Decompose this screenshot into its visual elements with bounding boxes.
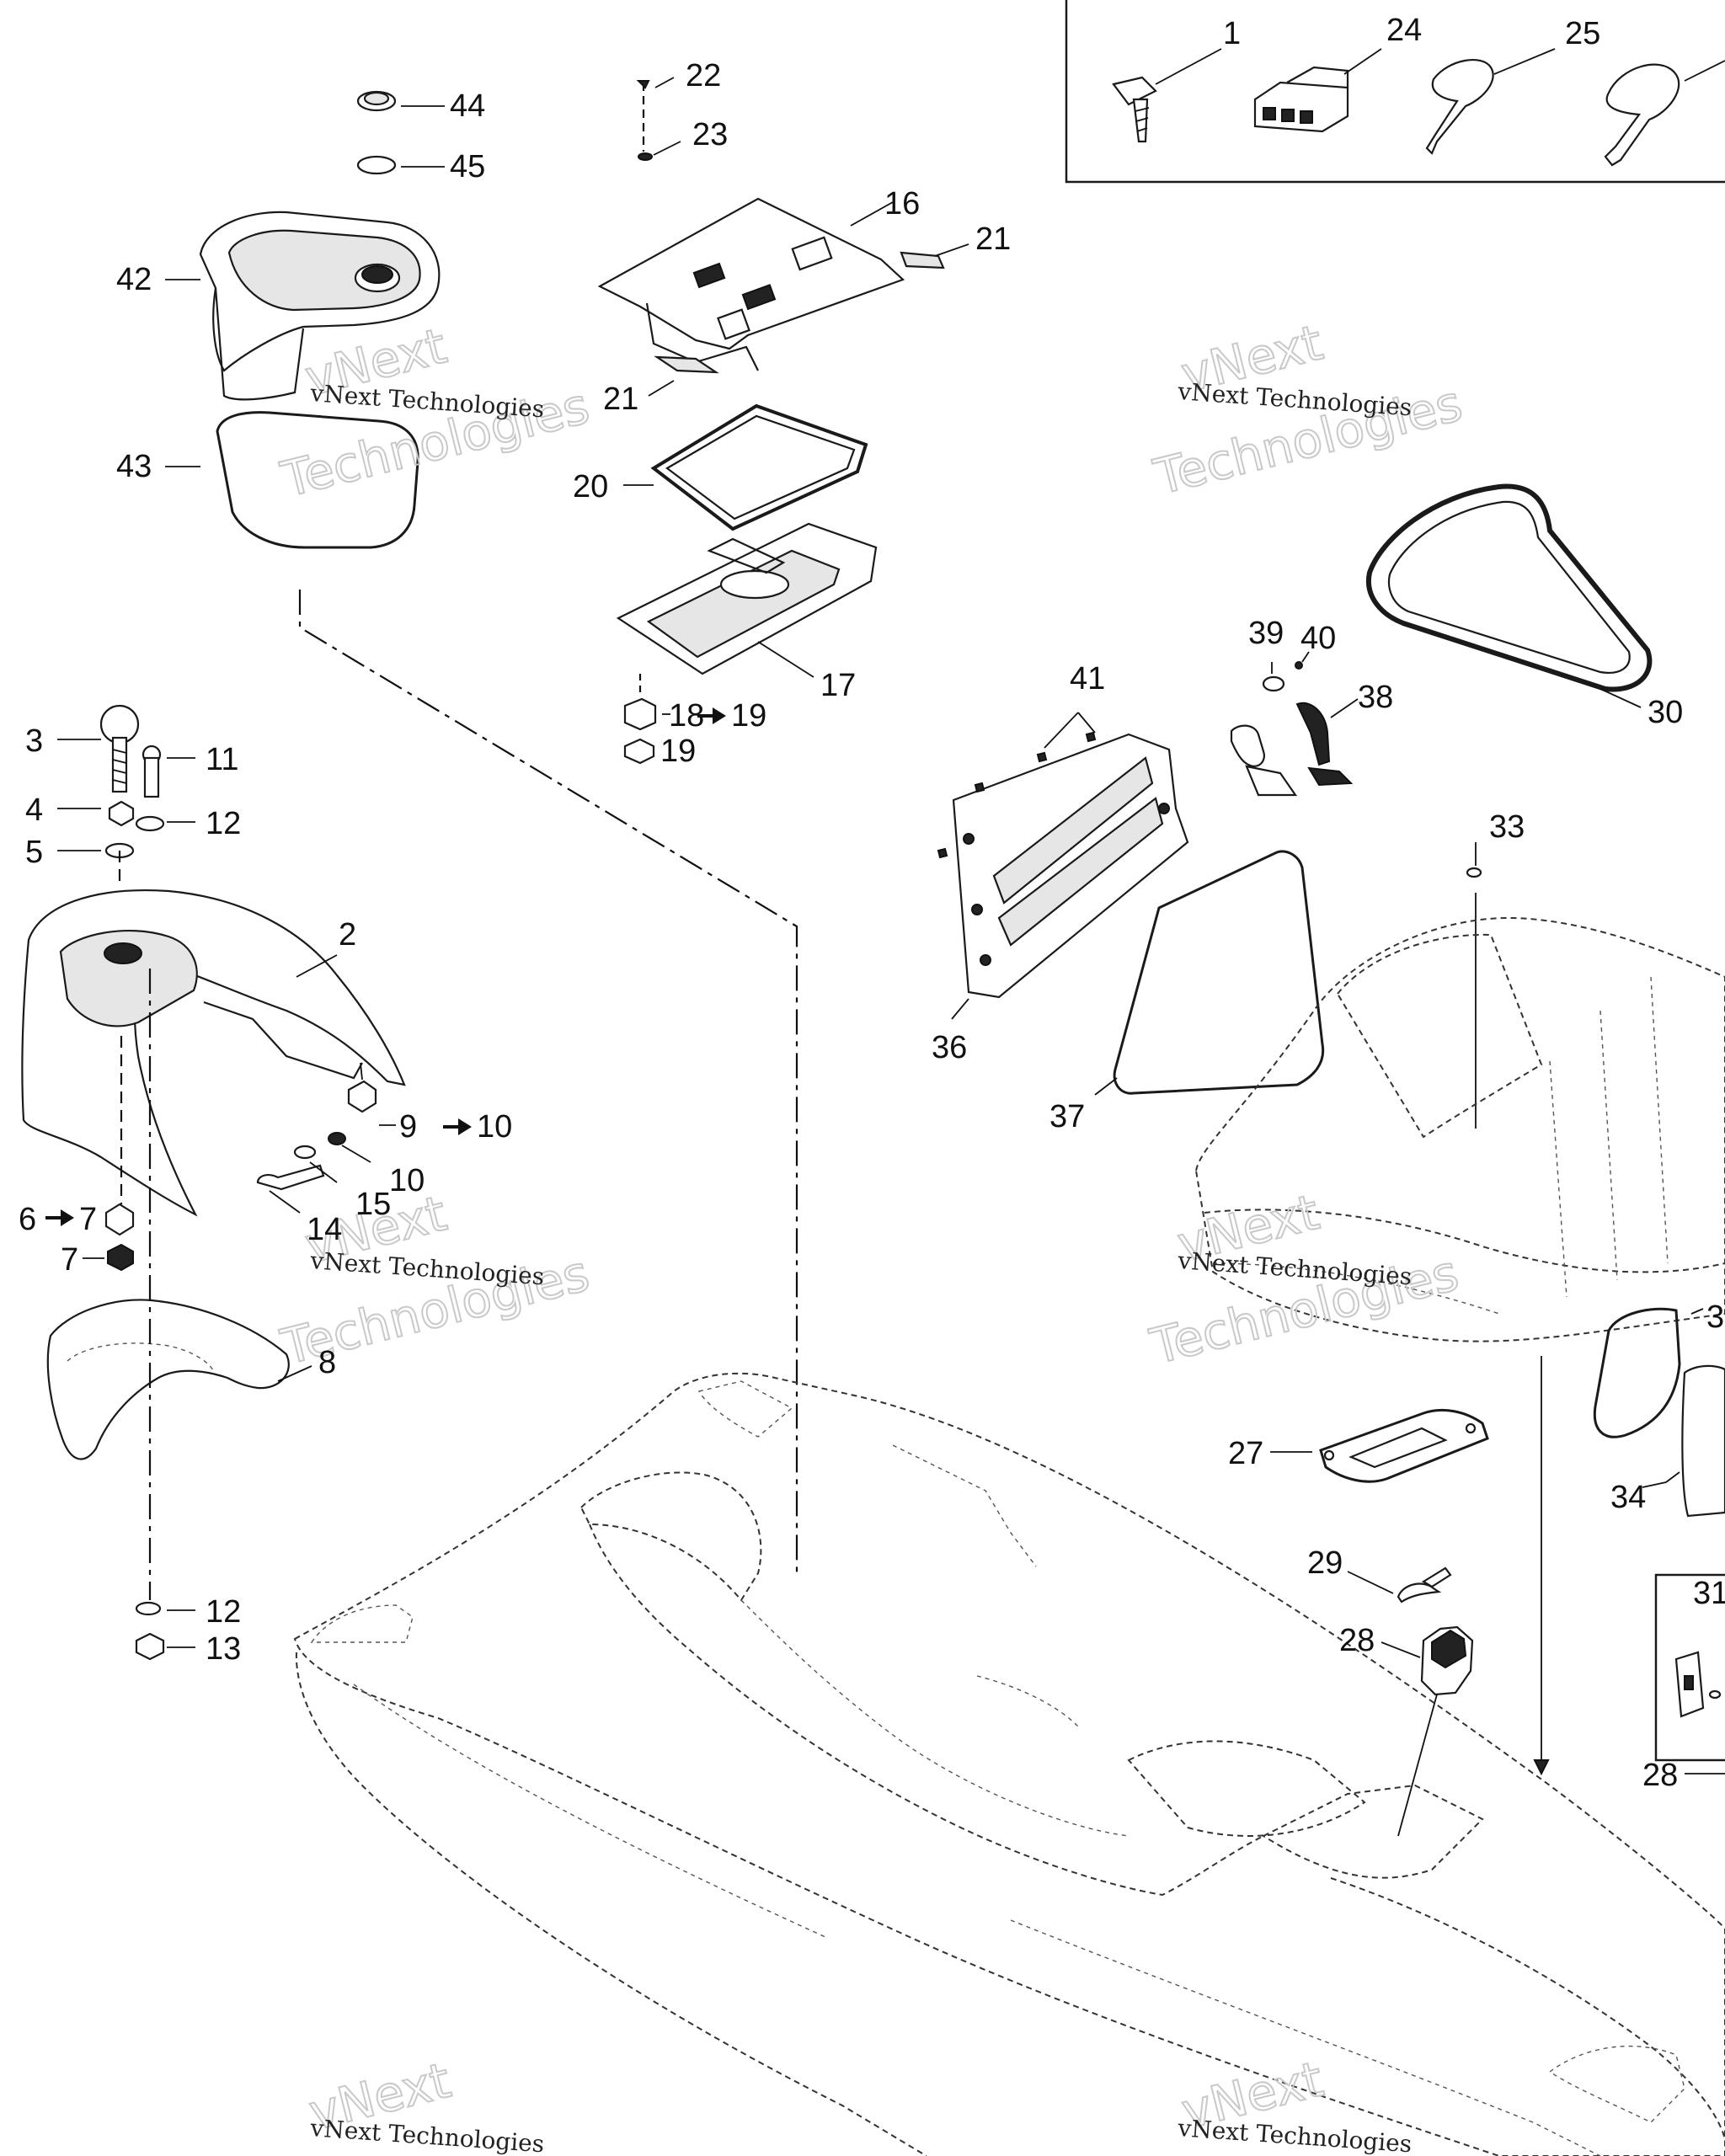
storage-bin-phantom	[1194, 867, 1725, 1342]
callout-1: 1	[1223, 16, 1241, 51]
callout-37: 37	[1049, 1099, 1085, 1134]
callout-18: 18	[669, 698, 704, 734]
callout-21: 21	[975, 221, 1011, 257]
callout-29: 29	[1307, 1545, 1343, 1581]
callout-45: 45	[450, 149, 485, 184]
callout-38: 38	[1358, 680, 1393, 715]
vent-assembly	[937, 661, 1354, 1095]
callout-2: 2	[339, 917, 356, 953]
storage-tray-assembly	[597, 80, 945, 765]
callout-21-b: 21	[603, 382, 638, 417]
glove-box-assembly	[199, 90, 441, 549]
callout-14: 14	[307, 1212, 342, 1247]
callout-12: 12	[206, 806, 241, 841]
callout-7: 7	[61, 1242, 78, 1278]
callout-5: 5	[25, 835, 43, 870]
callout-11: 11	[206, 742, 238, 777]
rear-grab-handle-assembly	[21, 704, 406, 1661]
watermark-small-6: vNext Technologies	[1177, 2114, 1413, 2156]
arrow-right-icon	[45, 1209, 74, 1226]
arrow-right-icon	[697, 707, 726, 724]
hull-deck-phantom	[293, 1356, 1725, 2156]
callout-6-to: 7	[79, 1202, 97, 1237]
callout-3: 3	[25, 723, 43, 759]
connector-part	[1253, 66, 1349, 133]
callout-43: 43	[116, 449, 152, 484]
plate-part	[1319, 1408, 1489, 1483]
callout-42: 42	[116, 262, 152, 297]
callout-34: 34	[1610, 1480, 1646, 1515]
callout-25: 25	[1565, 16, 1600, 51]
callout-12-b: 12	[206, 1594, 241, 1630]
callout-4: 4	[25, 792, 43, 828]
callout-30: 30	[1648, 695, 1683, 730]
leader-lines	[57, 77, 1725, 1774]
callout-6: 6	[19, 1202, 36, 1237]
cable-tie-part	[1425, 59, 1494, 155]
callout-39: 39	[1248, 616, 1284, 651]
arrow-icons	[45, 707, 726, 1226]
bracket-gasket-part	[1593, 1307, 1725, 1518]
callout-16: 16	[884, 186, 920, 221]
callout-9: 9	[399, 1109, 417, 1145]
callout-8: 8	[318, 1345, 336, 1380]
callout-23: 23	[692, 117, 728, 152]
callout-22: 22	[686, 58, 721, 93]
callout-10: 10	[389, 1163, 425, 1198]
callout-15: 15	[355, 1187, 391, 1222]
callout-18-to: 19	[731, 698, 766, 734]
callout-28: 28	[1339, 1623, 1375, 1658]
small-inset-box	[1654, 1573, 1725, 1762]
callout-3-right: 3	[1706, 1299, 1724, 1335]
callout-33: 33	[1489, 809, 1525, 845]
callout-36: 36	[932, 1030, 967, 1065]
cable-tie-part-2	[1604, 63, 1680, 167]
callout-13: 13	[206, 1631, 241, 1667]
callout-44: 44	[450, 88, 485, 124]
callout-41: 41	[1070, 661, 1105, 696]
callout-19: 19	[660, 734, 696, 769]
callout-27: 27	[1228, 1436, 1263, 1471]
arrow-right-icon	[443, 1118, 472, 1135]
hardware-inset-box	[1065, 0, 1725, 184]
callout-17: 17	[820, 668, 856, 703]
watermark-small-5: vNext Technologies	[309, 2114, 546, 2156]
callout-28-b: 28	[1642, 1758, 1678, 1793]
callout-20: 20	[573, 469, 608, 504]
callout-40: 40	[1300, 621, 1336, 656]
callout-31: 31	[1693, 1576, 1725, 1611]
callout-labels: 44 45 42 43 22 23 16 21 21 20 17 18 19 1…	[19, 13, 1725, 1793]
drain-cap-part	[1397, 1566, 1474, 1837]
callout-24: 24	[1386, 13, 1422, 48]
callout-9-to: 10	[477, 1109, 512, 1145]
screw-part	[1112, 76, 1157, 143]
seal-ring-part	[1365, 483, 1653, 692]
